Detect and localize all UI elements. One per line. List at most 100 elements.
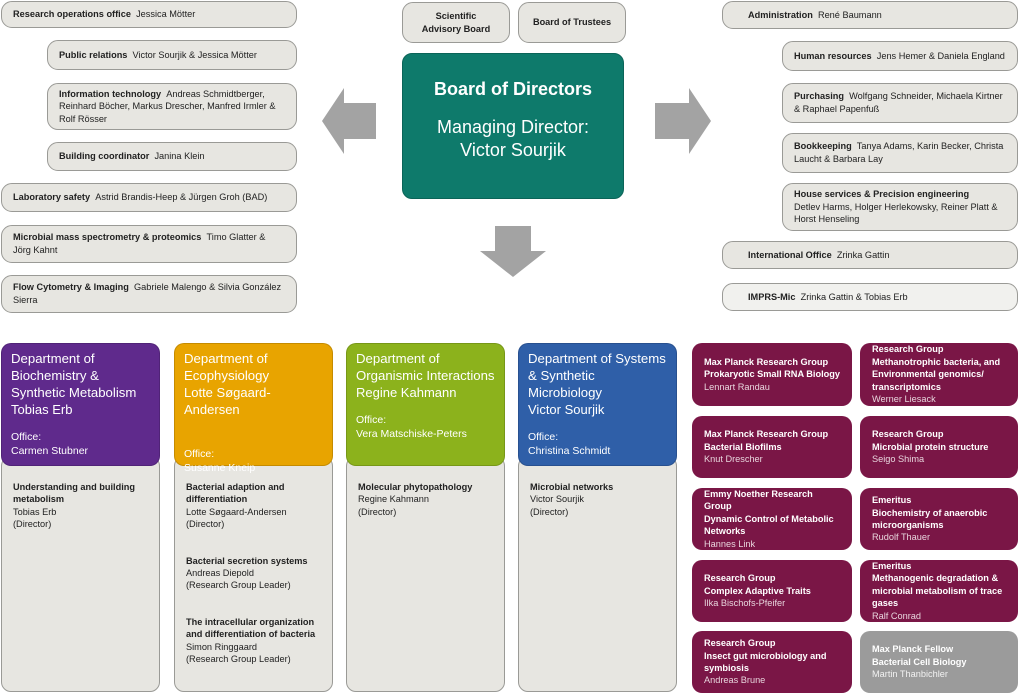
group-role: (Research Group Leader) (186, 654, 291, 665)
unit-administration: Administration René Baumann (722, 1, 1018, 29)
group-role: (Director) (186, 519, 225, 530)
department-name: Department of Biochemistry & Synthetic M… (11, 351, 137, 400)
department-head: Lotte Søgaard-Andersen (184, 385, 271, 417)
group-title: Molecular phytopathology (358, 482, 473, 492)
rg-type: Emeritus (872, 495, 912, 506)
group-role: (Director) (358, 506, 397, 517)
rg-type: Research Group (704, 638, 776, 649)
unit-purchasing: Purchasing Wolfgang Schneider, Michaela … (782, 83, 1018, 123)
unit-label: House services & Precision engineering (794, 189, 970, 200)
unit-people: Timo Glatter & Jörg Kahnt (13, 232, 266, 255)
office-name: Vera Matschiske-Peters (356, 428, 467, 440)
unit-people: René Baumann (817, 9, 882, 20)
board-title: Board of Directors (433, 79, 593, 99)
rg-type: Research Group (704, 573, 776, 584)
unit-flow-cytometry-imaging: Flow Cytometry & Imaging Gabriele Maleng… (1, 275, 297, 313)
rg-person: Martin Thanbichler (872, 669, 948, 680)
office-label: Office: (356, 414, 387, 426)
unit-people: Andreas Schmidtberger, Reinhard Böcher, … (59, 88, 276, 124)
group-item: Bacterial secretion systems Andreas Diep… (186, 555, 321, 592)
group-item: Microbial networks Victor Sourjik (Direc… (530, 481, 665, 518)
unit-label: Purchasing (794, 91, 845, 102)
unit-label: Bookkeeping (794, 141, 852, 152)
unit-research-operations-office: Research operations office Jessica Mötte… (1, 1, 297, 28)
office-name: Christina Schmidt (528, 445, 611, 457)
rg-person: Ralf Conrad (872, 610, 922, 621)
rg-type: Max Planck Research Group (704, 429, 829, 440)
unit-people: Zrinka Gattin & Tobias Erb (800, 291, 908, 302)
unit-label: Microbial mass spectrometry & proteomics (13, 232, 202, 243)
group-item: The intracellular organization and diffe… (186, 616, 321, 666)
group-title: Bacterial secretion systems (186, 555, 308, 566)
department-name: Department of Ecophysiology (184, 351, 270, 383)
department-groups-organismic-interactions: Molecular phytopathology Regine Kahmann … (346, 456, 505, 692)
unit-public-relations: Public relations Victor Sourjik & Jessic… (47, 40, 297, 70)
group-item: Molecular phytopathology Regine Kahmann … (358, 481, 493, 518)
department-groups-systems-synthetic-microbiology: Microbial networks Victor Sourjik (Direc… (518, 456, 677, 692)
unit-international-office: International Office Zrinka Gattin (722, 241, 1018, 269)
down-arrow-icon (480, 226, 546, 277)
rg-topic: Insect gut microbiology and symbiosis (704, 650, 827, 673)
unit-people: Victor Sourjik & Jessica Mötter (132, 49, 257, 60)
rg-person: Rudolf Thauer (872, 532, 931, 543)
rg-person: Werner Liesack (872, 394, 936, 405)
unit-label: Public relations (59, 49, 128, 60)
group-role: (Director) (13, 519, 52, 530)
unit-label: Human resources (794, 50, 872, 61)
unit-microbial-mass-spectrometry: Microbial mass spectrometry & proteomics… (1, 225, 297, 263)
department-organismic-interactions: Department of Organismic Interactions Re… (346, 343, 505, 466)
unit-label: Research operations office (13, 9, 131, 20)
unit-imprs-mic: IMPRS-Mic Zrinka Gattin & Tobias Erb (722, 283, 1018, 311)
unit-people: Astrid Brandis-Heep & Jürgen Groh (BAD) (95, 192, 268, 203)
unit-people: Jens Hemer & Daniela England (876, 50, 1005, 61)
department-name: Department of Organismic Interactions (356, 351, 495, 383)
unit-information-technology: Information technology Andreas Schmidtbe… (47, 83, 297, 130)
unit-label: Administration (748, 9, 813, 20)
office-name: Susanne Kneip (184, 462, 256, 474)
group-title: Bacterial adaption and differentiation (186, 482, 285, 505)
managing-director-label: Managing Director: (436, 117, 590, 137)
rg-topic: Dynamic Control of Metabolic Networks (704, 513, 834, 537)
board-of-directors: Board of Directors Managing Director: Vi… (402, 53, 624, 199)
rg-person: Seigo Shima (872, 454, 925, 465)
office-label: Office: (528, 431, 559, 443)
office-label: Office: (11, 431, 42, 443)
rg-topic: Microbial protein structure (872, 441, 989, 452)
department-head: Tobias Erb (11, 402, 73, 417)
rg-type: Max Planck Fellow (872, 644, 954, 655)
managing-director-name: Victor Sourjik (460, 140, 566, 160)
group-item: Bacterial adaption and differentiation L… (186, 481, 321, 531)
rg-type: Emmy Noether Research Group (704, 488, 813, 512)
office-name: Carmen Stubner (11, 445, 89, 457)
left-arrow-icon (322, 88, 376, 154)
rg-person: Lennart Randau (704, 381, 770, 392)
rg-type: Max Planck Research Group (704, 356, 829, 367)
group-leader: Lotte Søgaard-Andersen (186, 506, 287, 517)
unit-label: Flow Cytometry & Imaging (13, 282, 129, 293)
unit-label: Information technology (59, 88, 162, 99)
department-groups-biochemistry: Understanding and building metabolism To… (1, 456, 160, 692)
department-name: Department of Systems & Synthetic Microb… (528, 351, 666, 400)
unit-people: Wolfgang Schneider, Michaela Kirtner & R… (794, 91, 1003, 114)
unit-label: Laboratory safety (13, 192, 91, 203)
rg-topic: Prokaryotic Small RNA Biology (704, 369, 840, 380)
rg-topic: Bacterial Biofilms (704, 441, 782, 452)
unit-people: Jessica Mötter (136, 9, 196, 20)
rg-topic: Methanogenic degradation & microbial met… (872, 573, 1003, 609)
rg-person: Andreas Brune (704, 675, 766, 686)
rg-type: Research Group (872, 344, 944, 355)
department-systems-synthetic-microbiology: Department of Systems & Synthetic Microb… (518, 343, 677, 466)
unit-people: Gabriele Malengo & Silvia González Sierr… (13, 282, 282, 305)
department-groups-ecophysiology: Bacterial adaption and differentiation L… (174, 456, 333, 692)
department-head: Victor Sourjik (528, 402, 605, 417)
group-leader: Simon Ringgaard (186, 641, 257, 652)
department-ecophysiology: Department of Ecophysiology Lotte Søgaar… (174, 343, 333, 474)
